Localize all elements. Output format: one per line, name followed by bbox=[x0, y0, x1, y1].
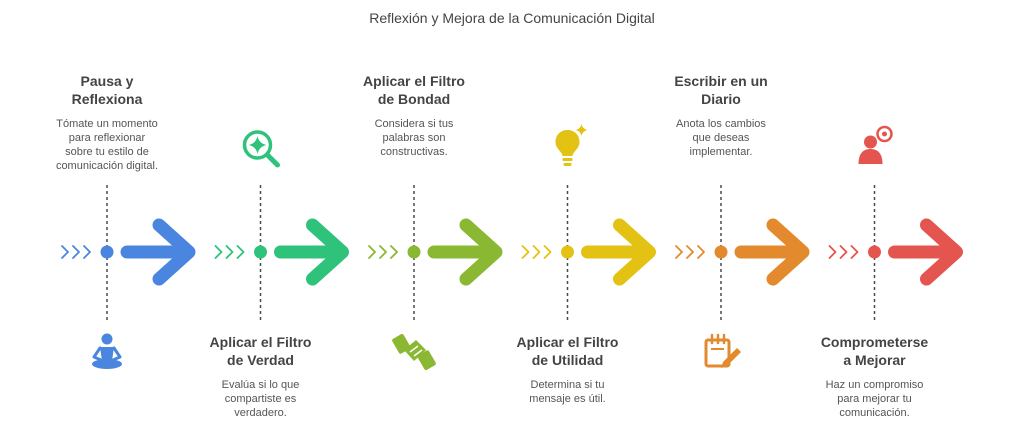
pencil-shape bbox=[721, 348, 741, 368]
body-shape bbox=[858, 149, 883, 164]
chevron-mark bbox=[368, 245, 376, 259]
chevron-mark bbox=[543, 245, 552, 259]
step-graphic-6 bbox=[828, 125, 963, 320]
chevron-mark bbox=[697, 245, 705, 259]
hand-shape bbox=[404, 340, 426, 361]
chevron-mark bbox=[521, 245, 530, 259]
node-dot bbox=[407, 245, 421, 259]
arm-shape bbox=[92, 346, 103, 362]
finger-lines bbox=[409, 345, 423, 357]
sparkle-shape bbox=[575, 124, 588, 136]
chevron-mark bbox=[532, 245, 541, 259]
chevron-mark bbox=[686, 245, 694, 259]
legs-shape bbox=[92, 359, 122, 369]
step-graphic-4 bbox=[521, 124, 656, 320]
chevron-mark bbox=[850, 245, 859, 259]
arm-shape bbox=[111, 346, 122, 362]
base-shape bbox=[562, 158, 573, 161]
step-graphic-1 bbox=[61, 185, 196, 369]
lightbulb-sparkle-icon bbox=[555, 124, 588, 166]
step-description: Considera si tus palabras son constructi… bbox=[374, 118, 454, 158]
step-title: Pausa y Reflexiona bbox=[71, 73, 143, 107]
chevron-mark bbox=[214, 245, 223, 259]
head-shape bbox=[101, 333, 113, 345]
chevron-mark bbox=[390, 245, 398, 259]
node-dot bbox=[561, 245, 574, 259]
step-title: Aplicar el Filtro de Utilidad bbox=[516, 334, 619, 368]
node-dot bbox=[100, 245, 114, 259]
step-title: Escribir en un Diario bbox=[674, 73, 768, 107]
diagram-title: Reflexión y Mejora de la Comunicación Di… bbox=[369, 10, 655, 26]
step-title: Aplicar el Filtro de Bondad bbox=[363, 73, 465, 107]
flow-arrow bbox=[427, 218, 503, 286]
node-dot bbox=[868, 245, 881, 259]
step-graphic-3 bbox=[368, 185, 503, 371]
flow-arrow bbox=[734, 218, 810, 286]
flow-arrow bbox=[120, 218, 196, 286]
base-shape bbox=[563, 163, 572, 166]
head-shape bbox=[864, 135, 877, 149]
bulb-shape bbox=[555, 130, 580, 156]
chevron-mark bbox=[828, 245, 837, 259]
step-description: Haz un compromiso para mejorar tu comuni… bbox=[825, 379, 924, 419]
node-dot bbox=[254, 245, 267, 259]
step-graphic-5 bbox=[675, 185, 810, 368]
body-shape bbox=[100, 347, 114, 361]
step-description: Evalúa si lo que compartiste es verdader… bbox=[221, 379, 300, 419]
journal-pencil-icon bbox=[704, 333, 741, 368]
flow-arrow bbox=[888, 218, 963, 286]
step-description: Determina si tu mensaje es útil. bbox=[529, 379, 606, 405]
step-graphic-2 bbox=[214, 130, 349, 320]
handle-shape bbox=[265, 152, 280, 168]
lens-shape bbox=[242, 130, 273, 160]
chevron-mark bbox=[675, 245, 683, 259]
target-ring bbox=[876, 125, 893, 143]
person-goal-icon bbox=[858, 125, 893, 164]
magnifier-sparkle-icon bbox=[242, 130, 280, 168]
flow-arrow bbox=[274, 218, 349, 286]
sparkle-shape bbox=[248, 136, 267, 154]
node-dot bbox=[714, 245, 728, 259]
chevron-mark bbox=[236, 245, 245, 259]
chevron-mark bbox=[839, 245, 848, 259]
step-title: Comprometerse a Mejorar bbox=[820, 334, 929, 368]
cuff-shape bbox=[417, 350, 436, 371]
chevron-mark bbox=[379, 245, 387, 259]
target-center bbox=[882, 131, 887, 137]
chevron-mark bbox=[83, 245, 91, 259]
step-title: Aplicar el Filtro de Verdad bbox=[209, 334, 312, 368]
chevron-mark bbox=[72, 245, 80, 259]
handshake-icon bbox=[392, 333, 436, 371]
step-description: Anota los cambios que deseas implementar… bbox=[676, 118, 766, 158]
meditating-person-icon bbox=[92, 333, 122, 369]
step-description: Tómate un momento para reflexionar sobre… bbox=[55, 118, 159, 172]
chevron-mark bbox=[61, 245, 69, 259]
flow-arrow bbox=[581, 218, 656, 286]
chevron-mark bbox=[225, 245, 234, 259]
